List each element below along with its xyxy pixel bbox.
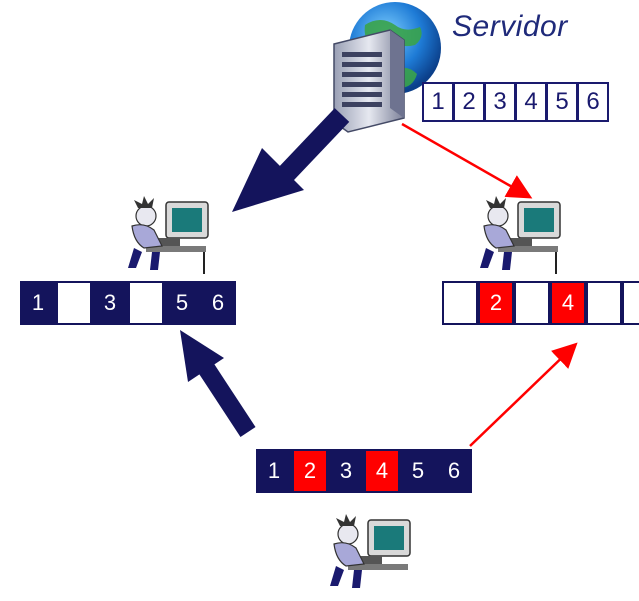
server-label: Servidor <box>452 10 568 43</box>
server-globe-icon <box>333 2 441 133</box>
person-at-computer-icon <box>480 196 561 274</box>
file-block <box>56 281 92 325</box>
file-block <box>622 281 639 325</box>
server-block: 2 <box>453 82 485 122</box>
file-block: 1 <box>20 281 56 325</box>
file-block: 2 <box>292 449 328 493</box>
server-block: 4 <box>515 82 547 122</box>
server-block: 5 <box>546 82 578 122</box>
file-block: 1 <box>256 449 292 493</box>
server-block: 1 <box>422 82 454 122</box>
arrow-server-to-right-peer <box>401 122 533 199</box>
file-block: 5 <box>164 281 200 325</box>
file-block: 4 <box>550 281 586 325</box>
file-block <box>442 281 478 325</box>
server-block: 3 <box>484 82 516 122</box>
file-block <box>128 281 164 325</box>
person-at-computer-icon <box>330 514 411 588</box>
arrow-server-to-left-peer <box>232 108 350 212</box>
file-block: 6 <box>200 281 236 325</box>
file-block <box>586 281 622 325</box>
file-block: 5 <box>400 449 436 493</box>
file-block <box>514 281 550 325</box>
arrow-bottom-to-left-peer <box>180 330 256 437</box>
file-block: 4 <box>364 449 400 493</box>
file-block: 2 <box>478 281 514 325</box>
file-block: 6 <box>436 449 472 493</box>
file-block: 3 <box>92 281 128 325</box>
person-at-computer-icon <box>128 196 209 274</box>
server-block: 6 <box>577 82 609 122</box>
file-block: 3 <box>328 449 364 493</box>
arrow-bottom-to-right-peer <box>469 342 578 447</box>
